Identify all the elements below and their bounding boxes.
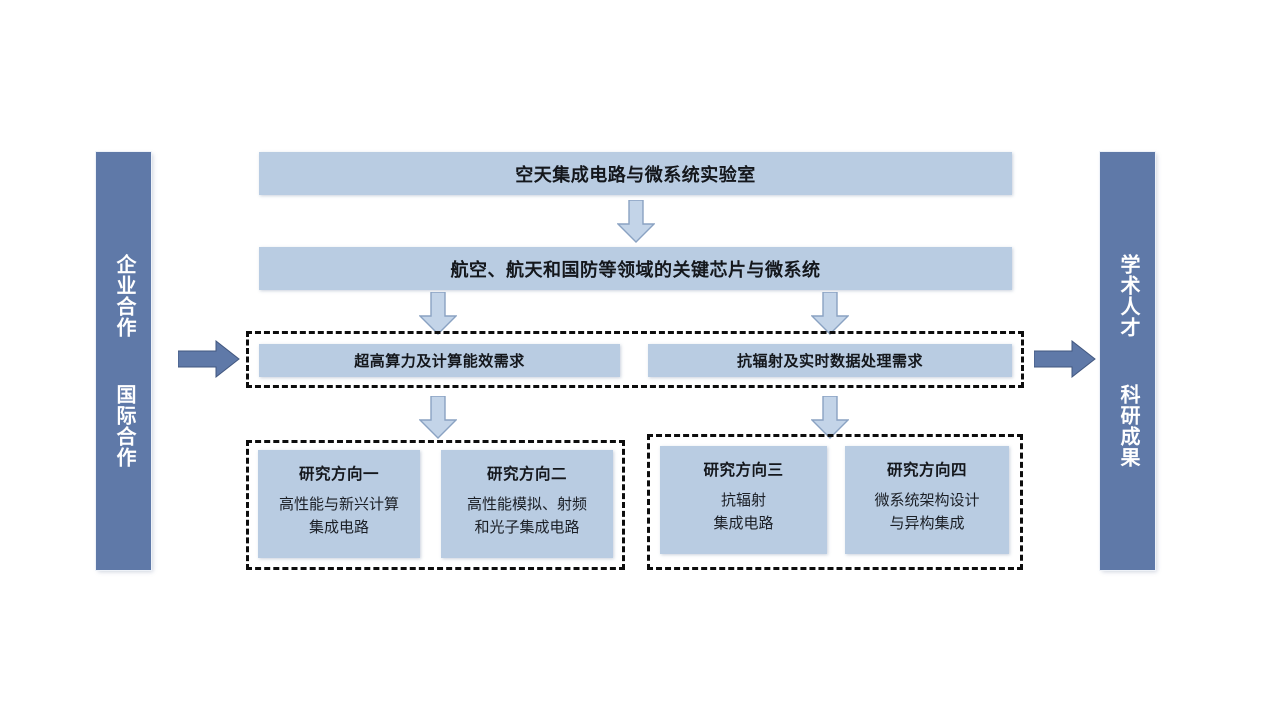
direction-line1-4: 微系统架构设计 xyxy=(874,492,980,509)
requirement-box-1: 超高算力及计算能效需求 xyxy=(259,344,620,377)
down-arrow-req1-to-directions xyxy=(419,396,457,439)
output-arrow-right xyxy=(1034,340,1096,378)
lab-name-box: 空天集成电路与微系统实验室 xyxy=(259,152,1012,195)
directions-group-frame-left xyxy=(246,440,625,570)
left-bar-label: 企业合作 国际合作 xyxy=(113,254,135,468)
input-arrow-right xyxy=(178,340,240,378)
directions-group-frame-right xyxy=(647,434,1023,570)
down-arrow-target-to-req1 xyxy=(419,292,457,335)
direction-title-4: 研究方向四 xyxy=(886,462,967,479)
direction-line2-2: 和光子集成电路 xyxy=(474,519,580,537)
requirements-group-frame xyxy=(246,331,1024,388)
direction-line2-3: 集成电路 xyxy=(713,515,774,533)
direction-line1-3: 抗辐射 xyxy=(720,492,766,509)
down-arrow-lab-to-target xyxy=(617,200,655,243)
requirement-box-2: 抗辐射及实时数据处理需求 xyxy=(648,344,1012,377)
direction-box-4: 研究方向四 微系统架构设计 与异构集成 xyxy=(845,446,1009,554)
requirement-label-2: 抗辐射及实时数据处理需求 xyxy=(736,353,923,370)
direction-title-2: 研究方向二 xyxy=(486,466,567,483)
direction-box-2: 研究方向二 高性能模拟、射频 和光子集成电路 xyxy=(441,450,613,558)
direction-line1-1: 高性能与新兴计算 xyxy=(278,496,399,513)
direction-line2-1: 集成电路 xyxy=(308,519,369,537)
direction-title-1: 研究方向一 xyxy=(298,466,379,483)
requirement-label-1: 超高算力及计算能效需求 xyxy=(354,353,525,370)
direction-box-1: 研究方向一 高性能与新兴计算 集成电路 xyxy=(258,450,420,558)
down-arrow-req2-to-directions xyxy=(811,396,849,439)
right-output-bar: 学术人才 科研成果 xyxy=(1100,152,1155,570)
direction-box-3: 研究方向三 抗辐射 集成电路 xyxy=(660,446,827,554)
direction-title-3: 研究方向三 xyxy=(703,462,784,479)
down-arrow-target-to-req2 xyxy=(811,292,849,335)
target-domain-label: 航空、航天和国防等领域的关键芯片与微系统 xyxy=(450,259,821,280)
direction-line2-4: 与异构集成 xyxy=(889,515,965,533)
direction-line1-2: 高性能模拟、射频 xyxy=(466,496,587,513)
lab-name-label: 空天集成电路与微系统实验室 xyxy=(515,164,756,185)
target-domain-box: 航空、航天和国防等领域的关键芯片与微系统 xyxy=(259,247,1012,290)
right-bar-label: 学术人才 科研成果 xyxy=(1117,254,1139,468)
left-collaboration-bar: 企业合作 国际合作 xyxy=(96,152,151,570)
